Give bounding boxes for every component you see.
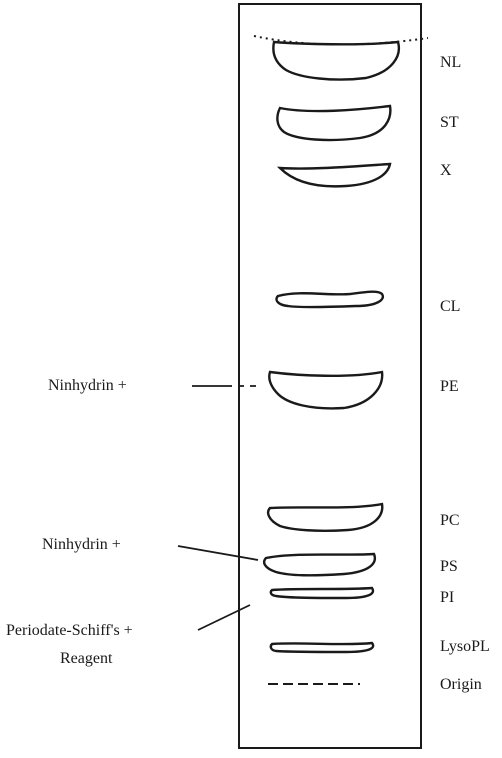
annotation-ninhydrin-ps: Ninhydrin + — [42, 536, 121, 554]
band-ps-spot — [264, 554, 375, 575]
band-label-origin: Origin — [440, 676, 482, 694]
band-label-pe: PE — [440, 378, 459, 396]
band-pe-spot — [269, 372, 382, 408]
band-label-x: X — [440, 162, 452, 180]
band-label-lysopl: LysoPL — [440, 638, 490, 656]
annotation-periodate-line1: Periodate-Schiff's + — [6, 622, 133, 640]
band-pc-spot — [268, 504, 382, 531]
pointer-ninhydrin-ps — [178, 546, 258, 560]
band-label-pc: PC — [440, 512, 460, 530]
band-x-spot — [280, 164, 390, 186]
band-st-spot — [277, 106, 390, 140]
band-nl-spot — [273, 42, 399, 80]
annotation-ninhydrin-pe: Ninhydrin + — [48, 377, 127, 395]
pointer-periodate — [198, 605, 250, 630]
band-lysopl-spot — [271, 643, 373, 652]
band-pi-spot — [271, 588, 373, 598]
band-label-pi: PI — [440, 589, 454, 607]
annotation-periodate-line2: Reagent — [60, 650, 112, 668]
band-label-nl: NL — [440, 54, 461, 72]
band-cl-spot — [276, 292, 382, 307]
band-label-st: ST — [440, 114, 459, 132]
band-label-cl: CL — [440, 298, 460, 316]
band-label-ps: PS — [440, 558, 458, 576]
